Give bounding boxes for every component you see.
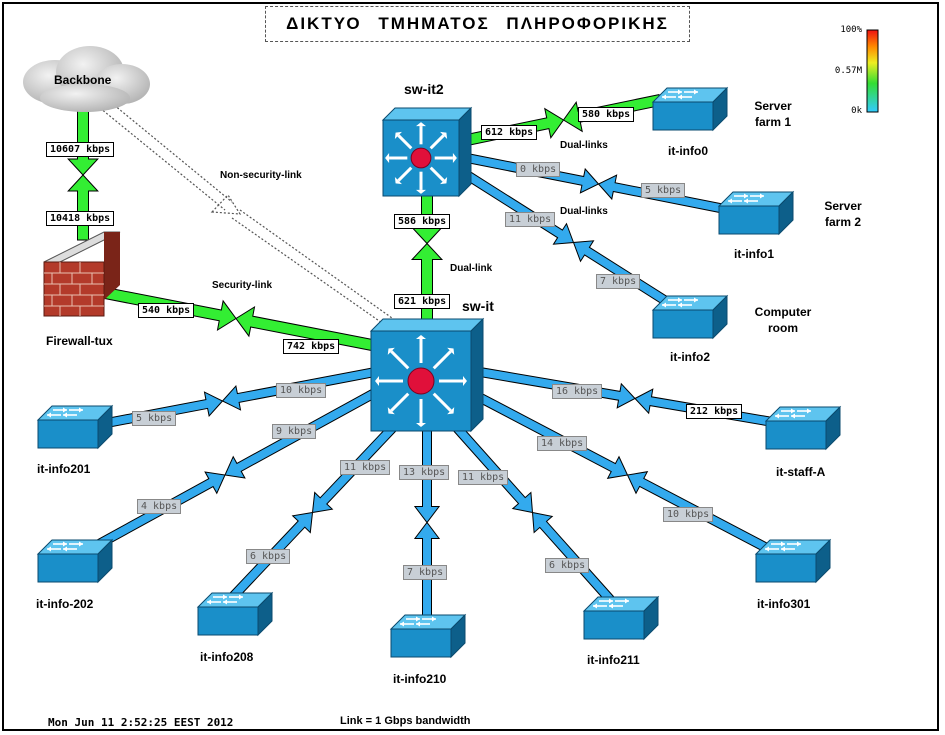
label-info211-a: 11 kbps	[458, 470, 509, 485]
backbone-label: Backbone	[54, 73, 112, 87]
label-info201-a: 10 kbps	[276, 383, 327, 398]
it-info201-switch-icon	[36, 404, 114, 450]
label-info301-a: 14 kbps	[537, 436, 588, 451]
it-staff-a-label: it-staff-A	[776, 465, 826, 479]
firewall-icon	[43, 231, 121, 317]
sw-it-switch-icon	[369, 317, 485, 433]
computer-room-line1: Computer	[754, 305, 812, 319]
label-info208-b: 6 kbps	[246, 549, 291, 564]
it-info1-switch-icon	[717, 190, 795, 236]
label-info211-b: 6 kbps	[545, 558, 590, 573]
label-info2-a: 11 kbps	[505, 212, 556, 227]
legend-bar	[866, 29, 879, 113]
computer-room-line2: room	[768, 321, 798, 335]
label-backbone-out: 10607 kbps	[46, 142, 115, 157]
label-backbone-in: 10418 kbps	[46, 211, 115, 226]
it-info2-switch-icon	[651, 294, 729, 340]
it-info210-switch-icon	[389, 613, 467, 659]
label-info0-out: 612 kbps	[481, 125, 538, 140]
it-info208-label: it-info208	[200, 650, 254, 664]
it-info301-label: it-info301	[757, 597, 811, 611]
legend-min-label: 0k	[851, 106, 862, 116]
non-security-link-label: Non-security-link	[220, 170, 302, 181]
it-info208-switch-icon	[196, 591, 274, 637]
dual-link-label: Dual-link	[450, 263, 493, 274]
it-info210-label: it-info210	[393, 672, 447, 686]
sw-it2-label: sw-it2	[404, 81, 444, 97]
it-info201-label: it-info201	[37, 462, 91, 476]
it-info-202-switch-icon	[36, 538, 114, 584]
legend-max-label: 100%	[840, 25, 862, 35]
label-info202-b: 4 kbps	[137, 499, 182, 514]
label-info208-a: 11 kbps	[340, 460, 391, 475]
bandwidth-note: Link = 1 Gbps bandwidth	[340, 715, 471, 727]
legend-mid-label: 0.57M	[834, 66, 862, 76]
label-info201-b: 5 kbps	[132, 411, 177, 426]
label-info210-b: 7 kbps	[403, 565, 448, 580]
it-staff-a-switch-icon	[764, 405, 842, 451]
link-swit2-swit-in	[410, 242, 444, 331]
it-info301-switch-icon	[754, 538, 832, 584]
label-info1-b: 5 kbps	[641, 183, 686, 198]
non-security-link-line	[99, 99, 393, 326]
label-it2-it-down: 586 kbps	[394, 214, 451, 229]
link-backbone-firewall-in	[67, 174, 99, 241]
server-farm2-line2: farm 2	[824, 215, 862, 229]
it-info1-label: it-info1	[734, 247, 774, 261]
link-swit2-info2-out	[463, 170, 575, 245]
server-farm1-line2: farm 1	[754, 115, 792, 129]
label-info210-a: 13 kbps	[399, 465, 450, 480]
sw-it-label: sw-it	[462, 298, 494, 314]
it-info-202-label: it-info-202	[36, 597, 94, 611]
server-farm2-line1: Server	[824, 199, 862, 213]
it-info0-label: it-info0	[668, 144, 708, 158]
it-info211-label: it-info211	[587, 653, 640, 667]
label-staff-a: 16 kbps	[552, 384, 603, 399]
sw-it2-switch-icon	[381, 106, 473, 198]
security-link-label: Security-link	[212, 280, 273, 291]
it-info0-switch-icon	[651, 86, 729, 132]
label-info2-b: 7 kbps	[596, 274, 641, 289]
link-swit-info301-out	[472, 390, 629, 479]
dual-links-label-1: Dual-links	[560, 140, 608, 151]
label-info1-a: 0 kbps	[516, 162, 561, 177]
label-firewall-in: 742 kbps	[283, 339, 340, 354]
timestamp: Mon Jun 11 2:52:25 EEST 2012	[48, 716, 234, 729]
firewall-label: Firewall-tux	[46, 334, 113, 348]
label-info301-b: 10 kbps	[663, 507, 714, 522]
backbone-cloud	[23, 46, 150, 112]
it-info211-switch-icon	[582, 595, 660, 641]
dual-links-label-2: Dual-links	[560, 206, 608, 217]
server-farm1-line1: Server	[754, 99, 792, 113]
label-staff-b: 212 kbps	[686, 404, 743, 419]
page-title: ΔΙΚΤΥΟ ΤΜΗΜΑΤΟΣ ΠΛΗΡΟΦΟΡΙΚΗΣ	[265, 6, 690, 42]
it-info2-label: it-info2	[670, 350, 710, 364]
label-info0-in: 580 kbps	[578, 107, 635, 122]
label-it2-it-up: 621 kbps	[394, 294, 451, 309]
label-info202-a: 9 kbps	[272, 424, 317, 439]
label-firewall-out: 540 kbps	[138, 303, 195, 318]
